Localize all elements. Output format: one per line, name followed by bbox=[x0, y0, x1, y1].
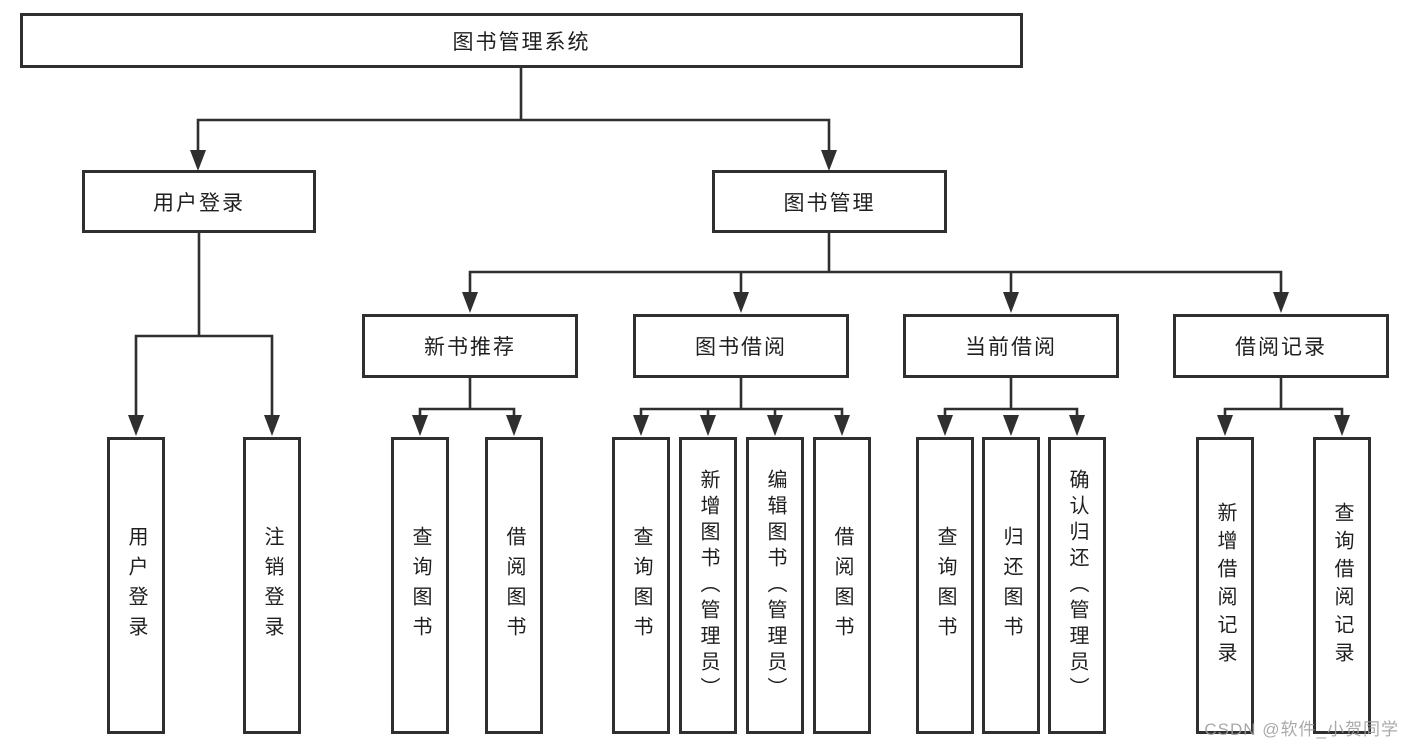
leaf-add-borrow-record-label: 新增借阅记录 bbox=[1214, 501, 1236, 670]
leaf-query-books-borrow: 查询图书 bbox=[612, 437, 670, 734]
csdn-watermark: CSDN @软件_小贺同学 bbox=[1204, 720, 1399, 739]
leaf-confirm-return-admin: 确认归还（管理员） bbox=[1048, 437, 1106, 734]
node-book-borrowing: 图书借阅 bbox=[633, 314, 849, 378]
node-borrowing-records-label: 借阅记录 bbox=[1235, 336, 1327, 359]
leaf-query-borrow-record-label: 查询借阅记录 bbox=[1331, 501, 1353, 670]
node-root: 图书管理系统 bbox=[20, 13, 1023, 68]
node-book-management: 图书管理 bbox=[712, 170, 947, 233]
node-current-borrowing: 当前借阅 bbox=[903, 314, 1119, 378]
leaf-borrow-books: 借阅图书 bbox=[813, 437, 871, 734]
leaf-query-books-current-label: 查询图书 bbox=[934, 525, 956, 646]
node-root-label: 图书管理系统 bbox=[452, 30, 591, 54]
leaf-return-books-label: 归还图书 bbox=[1000, 525, 1022, 646]
node-current-borrowing-label: 当前借阅 bbox=[965, 336, 1057, 359]
leaf-logout: 注销登录 bbox=[243, 437, 301, 734]
leaf-query-books-borrow-label: 查询图书 bbox=[630, 525, 652, 646]
leaf-edit-books-admin-label: 编辑图书（管理员） bbox=[764, 468, 786, 703]
arrowhead-icons bbox=[128, 150, 1350, 436]
node-book-management-label: 图书管理 bbox=[783, 191, 876, 215]
leaf-add-borrow-record: 新增借阅记录 bbox=[1196, 437, 1254, 734]
leaf-query-books-recommend-label: 查询图书 bbox=[409, 525, 431, 646]
node-user-login: 用户登录 bbox=[82, 170, 316, 233]
leaf-query-borrow-record: 查询借阅记录 bbox=[1313, 437, 1371, 734]
leaf-add-books-admin-label: 新增图书（管理员） bbox=[697, 468, 719, 703]
leaf-logout-label: 注销登录 bbox=[261, 525, 283, 646]
node-new-book-recommend-label: 新书推荐 bbox=[424, 336, 516, 359]
leaf-query-books-current: 查询图书 bbox=[916, 437, 974, 734]
leaf-add-books-admin: 新增图书（管理员） bbox=[679, 437, 737, 734]
leaf-confirm-return-admin-label: 确认归还（管理员） bbox=[1066, 468, 1088, 703]
leaf-user-login: 用户登录 bbox=[107, 437, 165, 734]
node-book-borrowing-label: 图书借阅 bbox=[695, 336, 787, 359]
leaf-borrow-books-recommend: 借阅图书 bbox=[485, 437, 543, 734]
leaf-edit-books-admin: 编辑图书（管理员） bbox=[746, 437, 804, 734]
leaf-query-books-recommend: 查询图书 bbox=[391, 437, 449, 734]
node-user-login-label: 用户登录 bbox=[153, 191, 245, 215]
leaf-borrow-books-label: 借阅图书 bbox=[831, 525, 853, 646]
node-new-book-recommend: 新书推荐 bbox=[362, 314, 578, 378]
leaf-borrow-books-recommend-label: 借阅图书 bbox=[503, 525, 525, 646]
node-borrowing-records: 借阅记录 bbox=[1173, 314, 1389, 378]
leaf-user-login-label: 用户登录 bbox=[125, 525, 147, 646]
leaf-return-books: 归还图书 bbox=[982, 437, 1040, 734]
connector-lines bbox=[134, 66, 1344, 420]
